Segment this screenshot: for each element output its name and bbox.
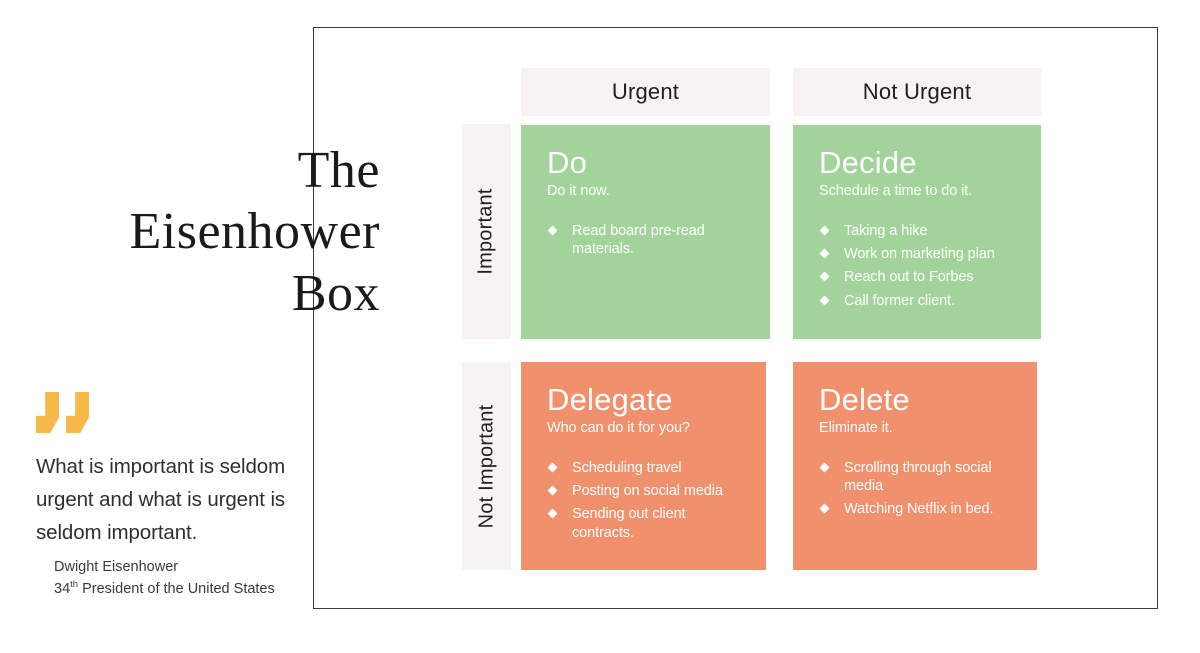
quadrant-delegate-title: Delegate xyxy=(547,382,673,417)
list-item-label: Taking a hike xyxy=(844,223,928,240)
diamond-bullet-icon xyxy=(819,295,830,305)
row-header-important-label: Important xyxy=(475,188,498,275)
list-item-label: Watching Netflix in bed. xyxy=(844,501,994,518)
list-item-label: Call former client. xyxy=(844,292,955,309)
list-item: Scheduling travel xyxy=(547,459,746,477)
diamond-bullet-icon xyxy=(547,462,558,473)
list-item-label: Scheduling travel xyxy=(572,460,682,477)
row-header-not-important: Not Important xyxy=(462,362,511,570)
quadrant-do-title: Do xyxy=(547,145,588,180)
list-item: Posting on social media xyxy=(547,482,746,500)
diamond-bullet-icon xyxy=(547,485,558,496)
quadrant-delete-subtitle: Eliminate it. xyxy=(819,420,893,436)
quadrant-delete-title: Delete xyxy=(819,382,910,417)
diamond-bullet-icon xyxy=(819,503,830,514)
list-item: Read board pre-read materials. xyxy=(547,222,750,258)
quote-role-number: 34 xyxy=(54,580,71,597)
page-title-line-3: Box xyxy=(291,264,380,322)
list-item-label: Read board pre-read materials. xyxy=(572,223,705,258)
diamond-bullet-icon xyxy=(547,225,558,236)
list-item: Sending out client contracts. xyxy=(547,505,746,541)
quotation-mark-icon xyxy=(36,392,98,436)
quadrant-do-subtitle: Do it now. xyxy=(547,183,610,199)
slide-frame-outline xyxy=(313,27,1158,609)
diamond-bullet-icon xyxy=(819,271,830,282)
quadrant-decide: Decide Schedule a time to do it. Taking … xyxy=(793,125,1041,339)
column-header-not-urgent-label: Not Urgent xyxy=(862,79,972,104)
quote-role-ordinal: th xyxy=(70,579,79,591)
row-header-important: Important xyxy=(462,124,511,339)
page-title-line-2: Eisenhower xyxy=(129,203,380,261)
quote-block: What is important is seldom urgent and w… xyxy=(36,392,326,600)
quadrant-delete: Delete Eliminate it. Scrolling through s… xyxy=(793,362,1037,570)
list-item: Call former client. xyxy=(819,292,1021,310)
column-header-urgent: Urgent xyxy=(521,68,770,116)
list-item-label: Scrolling through social media xyxy=(844,460,992,495)
diamond-bullet-icon xyxy=(819,225,830,236)
list-item: Taking a hike xyxy=(819,222,1021,240)
quadrant-delegate-subtitle: Who can do it for you? xyxy=(547,420,690,436)
diamond-bullet-icon xyxy=(819,248,830,259)
quote-role-rest: President of the United States xyxy=(78,580,275,597)
diamond-bullet-icon xyxy=(547,508,558,519)
list-item: Reach out to Forbes xyxy=(819,268,1021,286)
list-item-label: Posting on social media xyxy=(572,483,723,500)
quote-attribution: Dwight Eisenhower 34th President of the … xyxy=(54,557,326,601)
list-item-label: Work on marketing plan xyxy=(844,246,995,263)
list-item: Watching Netflix in bed. xyxy=(819,500,1017,518)
quadrant-decide-subtitle: Schedule a time to do it. xyxy=(819,183,973,199)
quadrant-do-list: Read board pre-read materials. xyxy=(547,222,750,258)
quote-text: What is important is seldom urgent and w… xyxy=(36,455,286,545)
list-item-label: Reach out to Forbes xyxy=(844,269,974,286)
list-item: Scrolling through social media xyxy=(819,459,1017,495)
page-title: The Eisenhower Box xyxy=(30,140,380,324)
column-header-urgent-label: Urgent xyxy=(611,79,680,104)
quote-author: Dwight Eisenhower xyxy=(54,558,179,575)
page-title-line-1: The xyxy=(297,142,380,199)
quadrant-do: Do Do it now. Read board pre-read materi… xyxy=(521,125,770,339)
diamond-bullet-icon xyxy=(819,462,830,473)
quadrant-delegate: Delegate Who can do it for you? Scheduli… xyxy=(521,362,766,570)
quadrant-decide-title: Decide xyxy=(819,145,917,180)
list-item-label: Sending out client contracts. xyxy=(572,506,686,541)
list-item: Work on marketing plan xyxy=(819,245,1021,263)
column-header-not-urgent: Not Urgent xyxy=(793,68,1041,116)
row-header-not-important-label: Not Important xyxy=(475,404,498,528)
quote-author-role: 34th President of the United States xyxy=(54,578,326,600)
